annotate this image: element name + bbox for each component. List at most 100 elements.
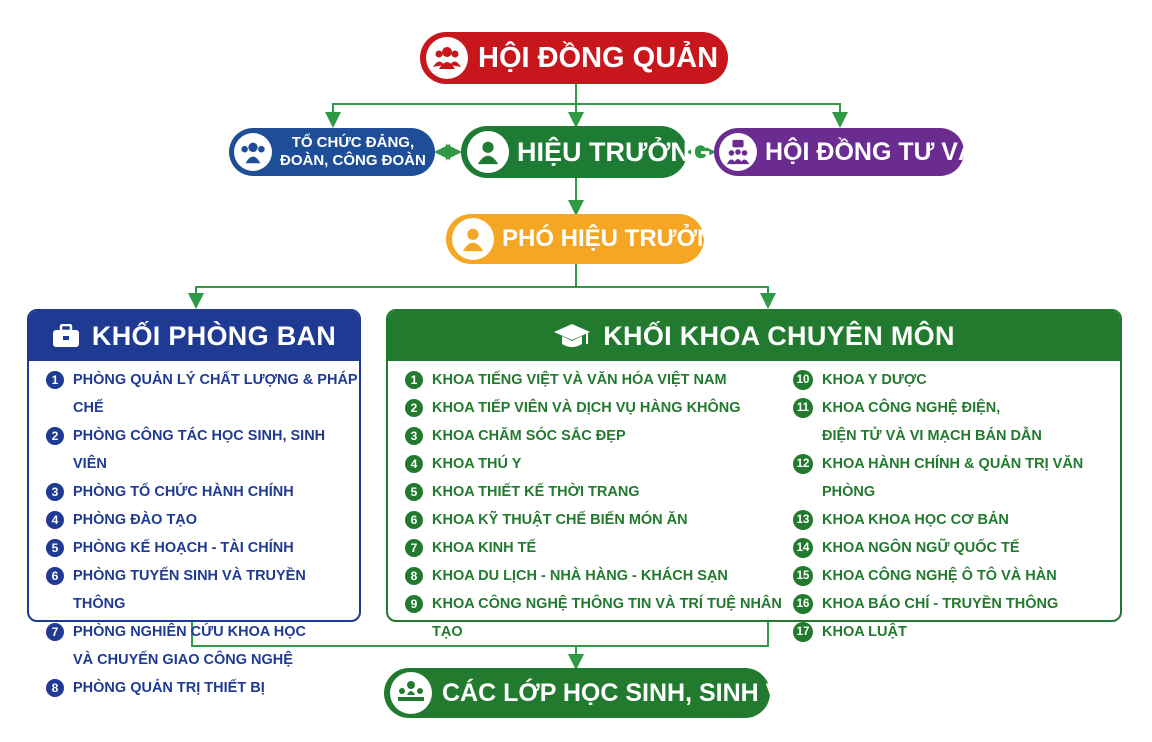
item-label: KHOA LUẬT bbox=[822, 618, 907, 646]
item-label: KHOA THÚ Y bbox=[432, 450, 521, 478]
graduation-cap-icon bbox=[553, 322, 591, 350]
item-label: PHÒNG KẾ HOẠCH - TÀI CHÍNH bbox=[73, 534, 294, 562]
item-number: 1 bbox=[405, 371, 423, 389]
item-label: PHÒNG TUYỂN SINH VÀ TRUYỀN THÔNG bbox=[73, 562, 359, 618]
item-number: 6 bbox=[405, 511, 423, 529]
faculties-block: KHỐI KHOA CHUYÊN MÔN 1 KHOA TIẾNG VIỆT VÀ… bbox=[386, 309, 1122, 642]
people-group-icon bbox=[426, 37, 468, 79]
students-node: CÁC LỚP HỌC SINH, SINH VIÊN bbox=[384, 668, 824, 718]
item-number: 5 bbox=[405, 483, 423, 501]
list-item: 5 KHOA THIẾT KẾ THỜI TRANG bbox=[405, 478, 793, 506]
board-node: HỘI ĐỒNG QUẢN TRỊ bbox=[420, 32, 773, 84]
item-label: KHOA TIẾP VIÊN VÀ DỊCH VỤ HÀNG KHÔNG bbox=[432, 394, 741, 422]
item-label-line: PHÒNG QUẢN LÝ CHẤT LƯỢNG & PHÁP CHẾ bbox=[73, 372, 358, 416]
person-icon bbox=[467, 131, 509, 173]
item-number: 5 bbox=[46, 539, 64, 557]
item-label: KHOA THIẾT KẾ THỜI TRANG bbox=[432, 478, 640, 506]
item-label-line: KHOA Y DƯỢC bbox=[822, 372, 927, 388]
students-title: CÁC LỚP HỌC SINH, SINH VIÊN bbox=[442, 678, 825, 707]
item-number: 17 bbox=[793, 622, 813, 642]
item-label-line: VÀ CHUYỂN GIAO CÔNG NGHỆ bbox=[73, 652, 293, 668]
item-number: 6 bbox=[46, 567, 64, 585]
principal-title: HIỆU TRƯỞNG bbox=[517, 136, 711, 167]
item-number: 8 bbox=[46, 679, 64, 697]
list-item: 4 PHÒNG ĐÀO TẠO bbox=[46, 506, 359, 534]
item-label: KHOA TIẾNG VIỆT VÀ VĂN HÓA VIỆT NAM bbox=[432, 366, 727, 394]
item-number: 4 bbox=[405, 455, 423, 473]
party-node: TỔ CHỨC ĐẢNG, ĐOÀN, CÔNG ĐOÀN bbox=[229, 128, 435, 176]
list-item: 14 KHOA NGÔN NGỮ QUỐC TẾ bbox=[793, 534, 1113, 562]
item-label: KHOA CÔNG NGHỆ THÔNG TIN VÀ TRÍ TUỆ NHÂN… bbox=[432, 590, 793, 646]
item-number: 4 bbox=[46, 511, 64, 529]
briefcase-icon bbox=[52, 324, 80, 348]
item-number: 8 bbox=[405, 567, 423, 585]
classroom-icon bbox=[390, 672, 432, 714]
chat-group-icon bbox=[719, 133, 757, 171]
item-number: 11 bbox=[793, 398, 813, 418]
advisory-node: HỘI ĐỒNG TƯ VẤN bbox=[714, 128, 994, 176]
item-label-line: PHÒNG CÔNG TÁC HỌC SINH, SINH VIÊN bbox=[73, 428, 326, 472]
vice-principal-title: PHÓ HIỆU TRƯỞNG bbox=[502, 225, 734, 252]
party-line2: ĐOÀN, CÔNG ĐOÀN bbox=[280, 152, 426, 169]
item-label: KHOA KỸ THUẬT CHẾ BIẾN MÓN ĂN bbox=[432, 506, 688, 534]
item-label: PHÒNG QUẢN LÝ CHẤT LƯỢNG & PHÁP CHẾ bbox=[73, 366, 359, 422]
departments-header: KHỐI PHÒNG BAN bbox=[29, 311, 359, 361]
item-label-line: KHOA BÁO CHÍ - TRUYỀN THÔNG bbox=[822, 596, 1059, 612]
party-line1: TỔ CHỨC ĐẢNG, bbox=[291, 134, 415, 151]
item-label: PHÒNG CÔNG TÁC HỌC SINH, SINH VIÊN bbox=[73, 422, 359, 478]
item-label-line: KHOA THÚ Y bbox=[432, 456, 522, 472]
item-number: 3 bbox=[46, 483, 64, 501]
group-icon bbox=[234, 133, 272, 171]
item-label: KHOA HÀNH CHÍNH & QUẢN TRỊ VĂN PHÒNG bbox=[822, 450, 1113, 506]
faculties-title: KHỐI KHOA CHUYÊN MÔN bbox=[603, 320, 955, 351]
item-label: KHOA NGÔN NGỮ QUỐC TẾ bbox=[822, 534, 1020, 562]
item-number: 3 bbox=[405, 427, 423, 445]
item-label-line: KHOA DU LỊCH - NHÀ HÀNG - KHÁCH SẠN bbox=[432, 568, 728, 584]
departments-title: KHỐI PHÒNG BAN bbox=[91, 320, 337, 351]
item-label: KHOA BÁO CHÍ - TRUYỀN THÔNG bbox=[822, 590, 1058, 618]
item-number: 12 bbox=[793, 454, 813, 474]
item-label: KHOA Y DƯỢC bbox=[822, 366, 927, 394]
item-label-line: KHOA TIẾNG VIỆT VÀ VĂN HÓA VIỆT NAM bbox=[432, 372, 727, 388]
item-label-line: KHOA CÔNG NGHỆ Ô TÔ VÀ HÀN bbox=[822, 568, 1057, 584]
list-item: 5 PHÒNG KẾ HOẠCH - TÀI CHÍNH bbox=[46, 534, 359, 562]
item-number: 1 bbox=[46, 371, 64, 389]
item-number: 2 bbox=[405, 399, 423, 417]
board-title: HỘI ĐỒNG QUẢN TRỊ bbox=[478, 41, 773, 74]
list-item: 12 KHOA HÀNH CHÍNH & QUẢN TRỊ VĂN PHÒNG bbox=[793, 450, 1113, 506]
item-label-line: KHOA NGÔN NGỮ QUỐC TẾ bbox=[822, 540, 1020, 556]
list-item: 1 KHOA TIẾNG VIỆT VÀ VĂN HÓA VIỆT NAM bbox=[405, 366, 793, 394]
list-item: 6 PHÒNG TUYỂN SINH VÀ TRUYỀN THÔNG bbox=[46, 562, 359, 618]
person-icon bbox=[452, 218, 494, 260]
principal-node: HIỆU TRƯỞNG bbox=[461, 126, 711, 178]
faculties-header: KHỐI KHOA CHUYÊN MÔN bbox=[388, 311, 1120, 361]
item-label-line: KHOA HÀNH CHÍNH & QUẢN TRỊ VĂN PHÒNG bbox=[822, 456, 1084, 500]
item-number: 14 bbox=[793, 538, 813, 558]
item-label-line: KHOA THIẾT KẾ THỜI TRANG bbox=[432, 484, 640, 500]
item-label: KHOA DU LỊCH - NHÀ HÀNG - KHÁCH SẠN bbox=[432, 562, 728, 590]
list-item: 8 KHOA DU LỊCH - NHÀ HÀNG - KHÁCH SẠN bbox=[405, 562, 793, 590]
item-label: KHOA CÔNG NGHỆ Ô TÔ VÀ HÀN bbox=[822, 562, 1057, 590]
item-label-line: PHÒNG KẾ HOẠCH - TÀI CHÍNH bbox=[73, 540, 294, 556]
item-label-line: PHÒNG ĐÀO TẠO bbox=[73, 512, 198, 528]
item-number: 15 bbox=[793, 566, 813, 586]
item-label-line: KHOA KINH TẾ bbox=[432, 540, 537, 556]
advisory-title: HỘI ĐỒNG TƯ VẤN bbox=[765, 137, 995, 166]
list-item: 15 KHOA CÔNG NGHỆ Ô TÔ VÀ HÀN bbox=[793, 562, 1113, 590]
item-label-line: ĐIỆN TỬ VÀ VI MẠCH BÁN DẪN bbox=[822, 428, 1042, 444]
item-label-line: KHOA CÔNG NGHỆ ĐIỆN, bbox=[822, 400, 1001, 416]
item-label-line: KHOA KỸ THUẬT CHẾ BIẾN MÓN ĂN bbox=[432, 512, 688, 528]
item-label-line: PHÒNG TỔ CHỨC HÀNH CHÍNH bbox=[73, 484, 294, 500]
item-label: KHOA CÔNG NGHỆ ĐIỆN, ĐIỆN TỬ VÀ VI MẠCH B… bbox=[822, 394, 1042, 450]
list-item: 3 PHÒNG TỔ CHỨC HÀNH CHÍNH bbox=[46, 478, 359, 506]
